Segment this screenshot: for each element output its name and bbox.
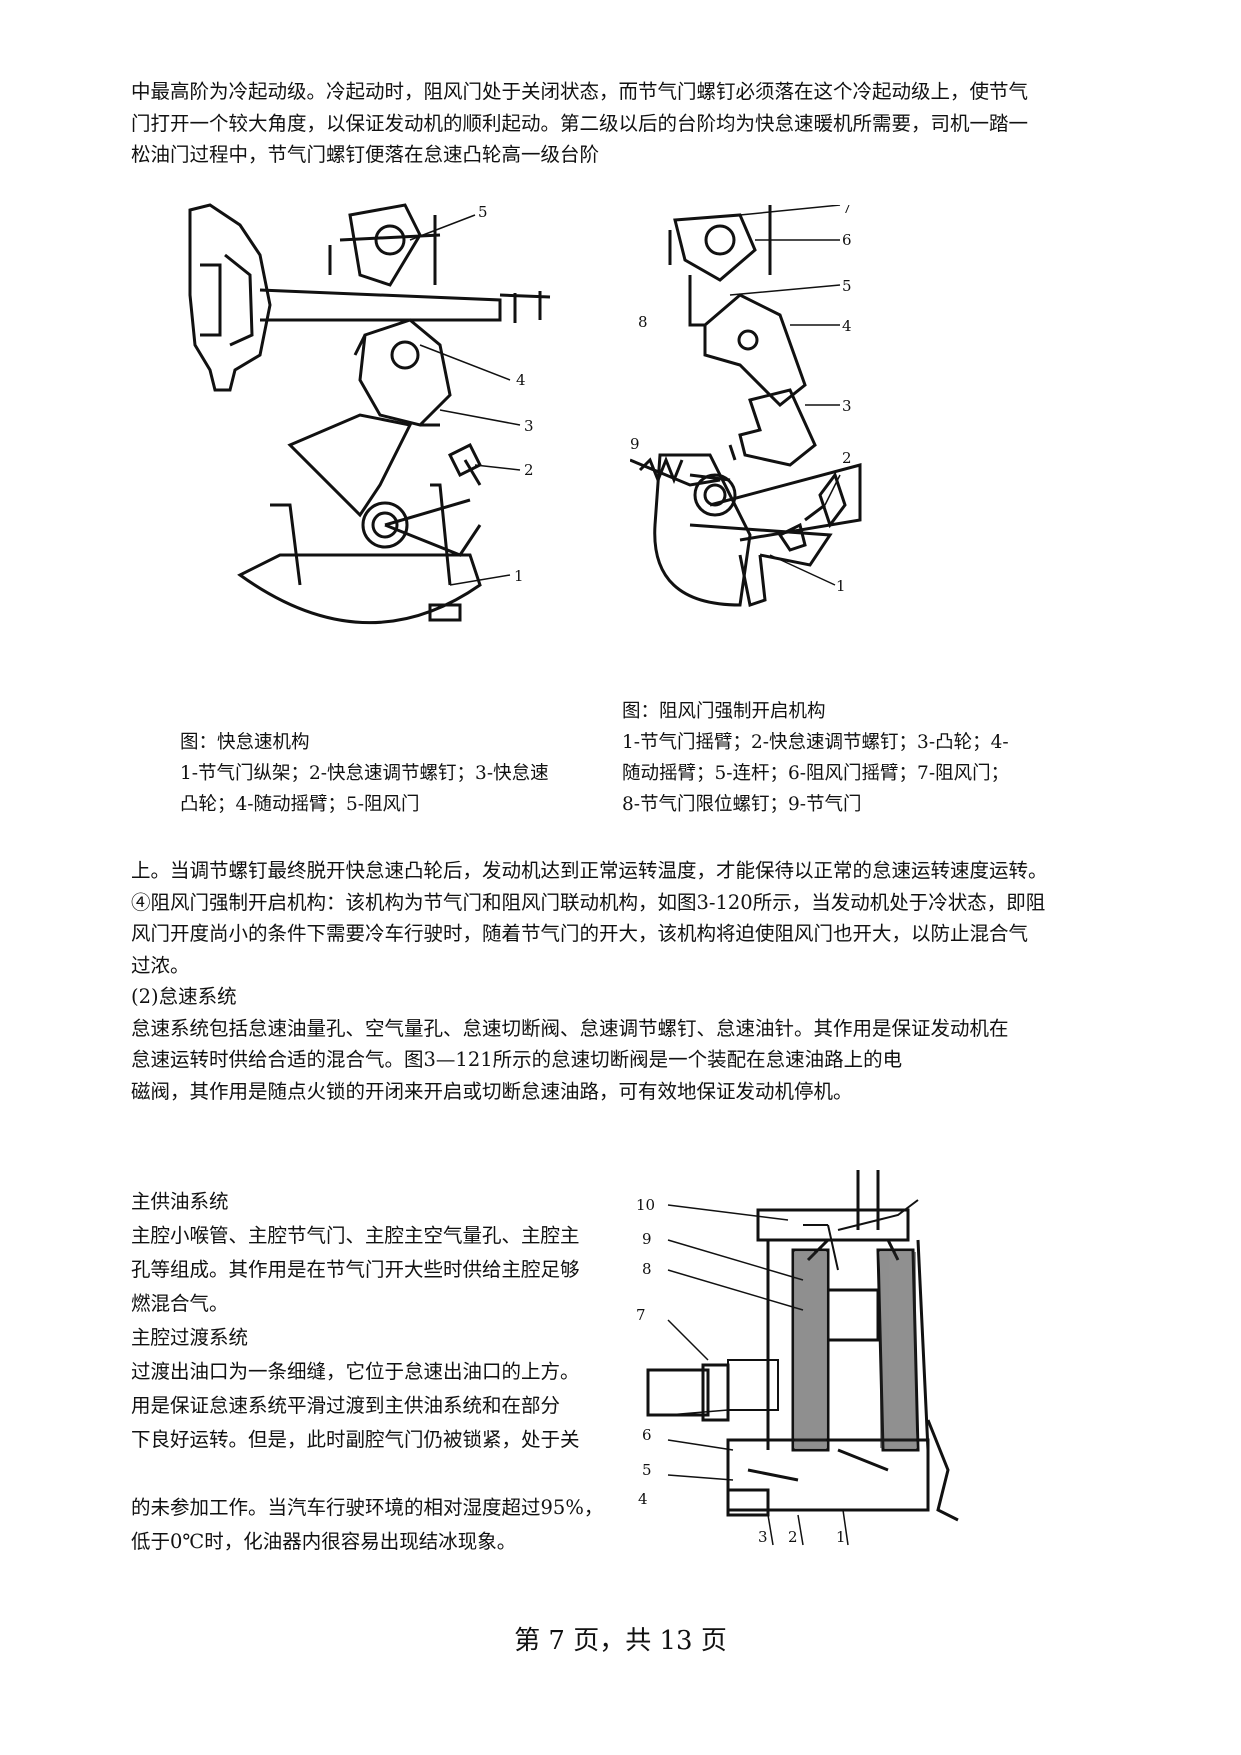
figure-label: 5 xyxy=(642,1461,652,1479)
text-line: ④阻风门强制开启机构：该机构为节气门和阻风门联动机构，如图3-120所示，当发动… xyxy=(131,890,1046,914)
figure-right-caption: 图：阻风门强制开启机构 1-节气门摇臂；2-快怠速调节螺钉；3-凸轮；4- 随动… xyxy=(622,696,1009,820)
figure-fast-idle-mechanism: 5 4 3 2 1 xyxy=(180,195,620,715)
text-line: 低于0℃时，化油器内很容易出现结冰现象。 xyxy=(131,1530,517,1553)
figure-label: 4 xyxy=(842,317,852,335)
caption-line: 凸轮；4-随动摇臂；5-阻风门 xyxy=(180,794,420,815)
figure-label: 4 xyxy=(516,371,526,389)
figure-label: 7 xyxy=(636,1306,646,1324)
section-heading: 主供油系统 xyxy=(131,1190,229,1213)
text-line: 怠速系统包括怠速油量孔、空气量孔、怠速切断阀、怠速调节螺钉、怠速油针。其作用是保… xyxy=(131,1016,1009,1040)
text-line: 燃混合气。 xyxy=(131,1292,229,1315)
figure-label: 9 xyxy=(642,1230,652,1248)
figure-label: 2 xyxy=(788,1528,798,1546)
figure-left-caption: 图：快怠速机构 1-节气门纵架；2-快怠速调节螺钉；3-快怠速 凸轮；4-随动摇… xyxy=(180,727,549,820)
text-line: 怠速运转时供给合适的混合气。图3—121所示的怠速切断阀是一个装配在怠速油路上的… xyxy=(131,1048,903,1071)
caption-line: 随动摇臂；5-连杆；6-阻风门摇臂；7-阻风门； xyxy=(622,763,1010,784)
figure-label: 1 xyxy=(836,577,846,595)
caption-line: 8-节气门限位螺钉；9-节气门 xyxy=(622,794,862,815)
text-line: 风门开度尚小的条件下需要冷车行驶时，随着节气门的开大，该机构将迫使阻风门也开大，… xyxy=(131,922,1029,945)
figure-carburetor-section: 10 9 8 7 6 5 4 3 2 1 xyxy=(628,1170,968,1550)
text-line: 下良好运转。但是，此时副腔气门仍被锁紧，处于关 xyxy=(131,1428,580,1451)
figure-label: 6 xyxy=(642,1426,652,1444)
figure-label: 3 xyxy=(524,417,534,435)
figure-label: 3 xyxy=(758,1528,768,1546)
figure-label: 2 xyxy=(524,461,534,479)
figure-label: 4 xyxy=(638,1490,648,1508)
body-paragraph: 上。当调节螺钉最终脱开快怠速凸轮后，发动机达到正常运转温度，才能保待以正常的怠速… xyxy=(131,855,1131,1107)
carburetor-diagram: 10 9 8 7 6 5 4 3 2 1 xyxy=(636,1170,959,1546)
page-footer: 第 7 页，共 13 页 xyxy=(514,1626,727,1656)
figure-label: 9 xyxy=(630,435,640,453)
figure-label: 8 xyxy=(642,1260,652,1278)
section-heading: (2)怠速系统 xyxy=(131,985,237,1008)
caption-line: 1-节气门摇臂；2-快怠速调节螺钉；3-凸轮；4- xyxy=(622,732,1009,753)
figure-label: 5 xyxy=(478,203,488,221)
text-line: 用是保证怠速系统平滑过渡到主供油系统和在部分 xyxy=(131,1394,561,1417)
section-heading: 主腔过渡系统 xyxy=(131,1326,249,1349)
intro-paragraph: 中最高阶为冷起动级。冷起动时，阻风门处于关闭状态，而节气门螺钉必须落在这个冷起动… xyxy=(131,76,1131,171)
text-line: 中最高阶为冷起动级。冷起动时，阻风门处于关闭状态，而节气门螺钉必须落在这个冷起动… xyxy=(131,80,1029,103)
choke-diagram: 7 6 5 4 3 2 1 8 9 xyxy=(630,205,862,607)
text-line: 主腔小喉管、主腔节气门、主腔主空气量孔、主腔主 xyxy=(131,1224,580,1247)
text-line: 孔等组成。其作用是在节气门开大些时供给主腔足够 xyxy=(131,1258,580,1281)
caption-title: 图：快怠速机构 xyxy=(180,732,310,753)
figure-label: 3 xyxy=(842,397,852,415)
figure-label: 1 xyxy=(514,567,524,585)
figure-label: 7 xyxy=(842,205,852,217)
figure-label: 6 xyxy=(842,231,852,249)
figure-label: 2 xyxy=(842,449,852,467)
text-line: 的未参加工作。当汽车行驶环境的相对湿度超过95%， xyxy=(131,1496,604,1519)
figure-label: 10 xyxy=(636,1196,655,1214)
text-line: 松油门过程中，节气门螺钉便落在怠速凸轮高一级台阶 xyxy=(131,143,600,166)
figure-label: 5 xyxy=(842,277,852,295)
caption-line: 1-节气门纵架；2-快怠速调节螺钉；3-快怠速 xyxy=(180,763,549,784)
text-line: 磁阀，其作用是随点火锁的开闭来开启或切断怠速油路，可有效地保证发动机停机。 xyxy=(131,1079,853,1103)
fast-idle-diagram: 5 4 3 2 1 xyxy=(188,203,551,625)
caption-title: 图：阻风门强制开启机构 xyxy=(622,701,826,722)
figure-label: 1 xyxy=(836,1528,846,1546)
text-line: 过渡出油口为一条细缝，它位于怠速出油口的上方。 xyxy=(131,1360,580,1383)
lower-text-column: 主供油系统 主腔小喉管、主腔节气门、主腔主空气量孔、主腔主 孔等组成。其作用是在… xyxy=(131,1185,603,1559)
text-line xyxy=(131,1457,603,1491)
figure-choke-forced-open-mechanism: 7 6 5 4 3 2 1 8 9 xyxy=(630,205,960,695)
text-line: 上。当调节螺钉最终脱开快怠速凸轮后，发动机达到正常运转温度，才能保待以正常的怠速… xyxy=(131,859,1048,882)
figure-label: 8 xyxy=(638,313,648,331)
text-line: 过浓。 xyxy=(131,953,190,977)
text-line: 门打开一个较大角度，以保证发动机的顺利起动。第二级以后的台阶均为快怠速暖机所需要… xyxy=(131,111,1029,135)
